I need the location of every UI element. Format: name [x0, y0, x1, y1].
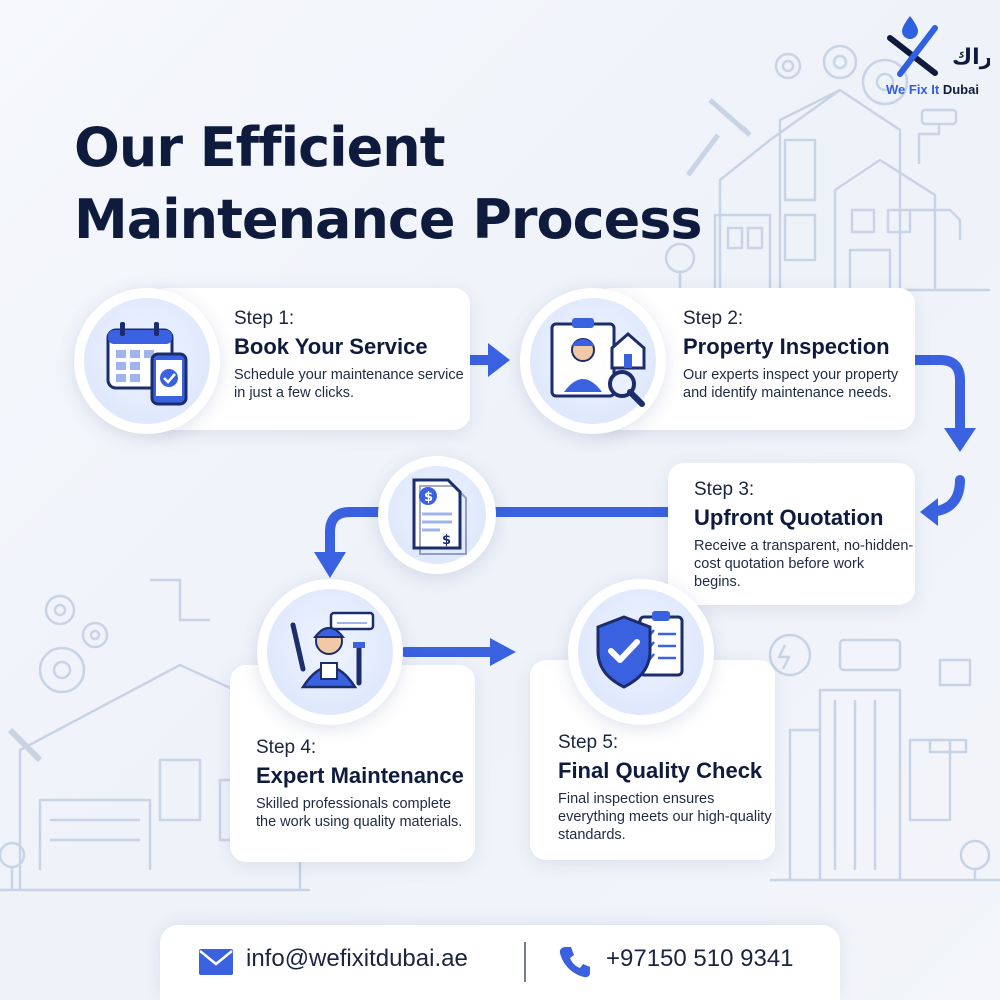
step-number: Step 5:: [558, 732, 619, 753]
step-description: Receive a transparent, no-hidden-cost qu…: [694, 538, 914, 590]
step-description: Our experts inspect your property and id…: [683, 367, 899, 401]
step-icon-bubble-3: $ $: [378, 456, 496, 574]
quotation-document-icon: $ $: [412, 478, 467, 555]
step-icon-bubble-2: [520, 288, 666, 434]
step-card-2: Step 2: Property Inspection Our experts …: [595, 288, 915, 430]
shield-checklist-icon: [596, 611, 684, 689]
step-icon-bubble-4: [257, 579, 403, 725]
step-title: Expert Maintenance: [256, 763, 464, 788]
step-icon-bubble-1: [74, 288, 220, 434]
step-title: Upfront Quotation: [694, 505, 884, 530]
page-title-line1: Our Efficient: [74, 116, 446, 179]
step-description: Skilled professionals complete the work …: [256, 796, 463, 830]
svg-text:$: $: [442, 533, 451, 548]
step-title: Book Your Service: [234, 334, 428, 359]
phone-icon: [559, 947, 590, 978]
step-description: Schedule your maintenance service in jus…: [234, 367, 464, 401]
calendar-phone-icon: [106, 322, 188, 406]
email-icon: [199, 949, 233, 975]
page-title-line2: Maintenance Process: [74, 188, 703, 251]
contact-bar: info@wefixitdubai.ae +97150 510 9341: [160, 925, 840, 1000]
brand-logo: عمراك: [887, 16, 990, 77]
logo-arabic-text: عمراك: [952, 45, 990, 70]
step-number: Step 1:: [234, 308, 295, 329]
step-card-3: Step 3: Upfront Quotation Receive a tran…: [668, 463, 915, 605]
brand-name-part1: We Fix It: [886, 82, 940, 97]
brand-name: We Fix It Dubai: [886, 82, 996, 97]
contact-divider: [524, 942, 526, 982]
step-number: Step 4:: [256, 737, 317, 758]
page-title: Our Efficient Maintenance Process: [74, 112, 703, 256]
step-icon-bubble-5: [568, 579, 714, 725]
step-title: Final Quality Check: [558, 758, 763, 783]
brand-name-part2: Dubai: [942, 82, 979, 97]
step-number: Step 2:: [683, 308, 744, 329]
svg-text:$: $: [424, 490, 433, 505]
step-description: Final inspection ensures everything meet…: [558, 791, 772, 843]
step-card-4: Step 4: Expert Maintenance Skilled profe…: [230, 665, 475, 862]
step-number: Step 3:: [694, 479, 755, 500]
step-title: Property Inspection: [683, 334, 890, 359]
contact-email-link[interactable]: info@wefixitdubai.ae: [246, 945, 468, 972]
contact-phone-link[interactable]: +97150 510 9341: [606, 945, 794, 972]
inspector-house-icon: [550, 318, 646, 407]
technician-tools-icon: [290, 611, 375, 689]
